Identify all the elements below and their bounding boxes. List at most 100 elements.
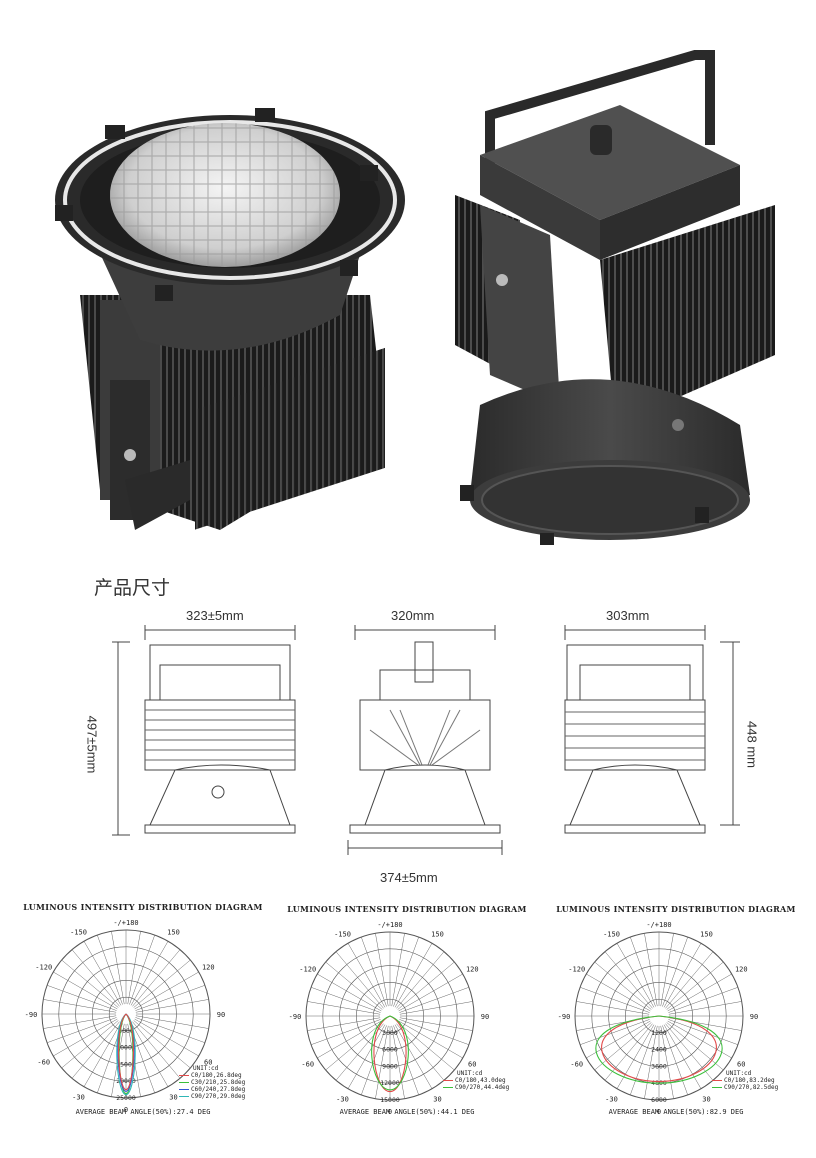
angle-label: 60 xyxy=(204,1059,212,1067)
polar-spoke xyxy=(132,1021,181,1079)
polar-spoke xyxy=(307,1001,381,1015)
angle-label: 150 xyxy=(167,929,180,937)
polar-spoke xyxy=(133,1020,191,1069)
angle-label: -120 xyxy=(568,966,585,974)
legend-entry: C90/270,82.5deg xyxy=(724,1084,779,1091)
angle-label: 60 xyxy=(468,1061,476,1069)
angle-label: 0 xyxy=(657,1108,661,1116)
legend-entry: C30/210,25.8deg xyxy=(191,1079,246,1086)
polar-spoke xyxy=(391,1025,405,1099)
polar-spoke xyxy=(663,1024,702,1089)
polar-spoke xyxy=(134,971,199,1010)
ring-value-label: 10000 xyxy=(116,1044,136,1052)
ring-value-label: 3000 xyxy=(382,1029,398,1037)
angle-label: -150 xyxy=(334,931,351,939)
polar-spoke xyxy=(594,961,652,1010)
intensity-curve xyxy=(373,1015,407,1093)
technical-drawing-side xyxy=(340,620,510,855)
technical-drawing-front xyxy=(100,620,320,845)
polar-spoke xyxy=(630,936,656,1007)
intensity-curve xyxy=(118,1013,134,1091)
diagram-unit: UNIT:cd xyxy=(193,1065,219,1072)
polar-spoke xyxy=(97,934,123,1005)
top-angle-label: -/+180 xyxy=(646,921,671,929)
polar-spoke xyxy=(325,1022,383,1071)
intensity-curve xyxy=(371,1015,409,1091)
angle-label: -120 xyxy=(35,964,52,972)
polar-spoke xyxy=(644,1025,658,1099)
angle-label: 0 xyxy=(124,1106,128,1114)
angle-label: 150 xyxy=(431,931,444,939)
polar-spoke xyxy=(586,1020,651,1059)
angle-label: -120 xyxy=(299,966,316,974)
polar-diagram-2: LUMINOUS INTENSITY DISTRIBUTION DIAGRAM … xyxy=(276,904,538,1126)
dim-front-height: 497±5mm xyxy=(84,715,100,774)
polar-spoke xyxy=(134,1018,199,1057)
diagram-footer: AVERAGE BEAM ANGLE(50%):44.1 DEG xyxy=(339,1108,475,1116)
angle-label: 150 xyxy=(700,931,713,939)
ring-value-label: 1200 xyxy=(651,1029,667,1037)
polar-spoke xyxy=(397,1022,455,1071)
angle-label: -30 xyxy=(72,1093,85,1101)
diagram-unit: UNIT:cd xyxy=(726,1070,752,1077)
angle-label: -60 xyxy=(570,1061,583,1069)
diagram-title: LUMINOUS INTENSITY DISTRIBUTION DIAGRAM xyxy=(556,904,796,914)
polar-spoke xyxy=(317,973,382,1012)
polar-spoke xyxy=(46,1017,117,1043)
diagram-title: LUMINOUS INTENSITY DISTRIBUTION DIAGRAM xyxy=(287,904,527,914)
angle-label: -150 xyxy=(70,929,87,937)
angle-label: 30 xyxy=(169,1093,177,1101)
polar-spoke xyxy=(604,951,653,1009)
polar-spoke xyxy=(133,959,191,1008)
polar-spoke xyxy=(663,943,702,1008)
polar-spoke xyxy=(135,985,206,1011)
angle-label: -30 xyxy=(336,1095,349,1103)
polar-spoke xyxy=(61,1020,119,1069)
legend-entry: C0/180,43.0deg xyxy=(455,1077,506,1084)
polar-spoke xyxy=(135,1017,206,1043)
polar-spoke xyxy=(347,1024,386,1089)
polar-spoke xyxy=(667,1020,732,1059)
polar-spoke xyxy=(375,1025,389,1099)
polar-spoke xyxy=(662,1025,688,1096)
legend-entry: C0/180,83.2deg xyxy=(724,1077,775,1084)
polar-spoke xyxy=(83,1022,122,1087)
polar-spoke xyxy=(397,961,455,1010)
product-photo-back xyxy=(440,45,780,545)
dim-front-width: 323±5mm xyxy=(186,608,244,623)
polar-spoke xyxy=(375,933,389,1007)
polar-spoke xyxy=(130,941,169,1006)
polar-spoke xyxy=(393,936,419,1007)
angle-label: 120 xyxy=(202,964,215,972)
polar-spoke xyxy=(310,1019,381,1045)
polar-spoke xyxy=(317,1020,382,1059)
diagram-footer: AVERAGE BEAM ANGLE(50%):27.4 DEG xyxy=(75,1108,211,1116)
polar-spoke xyxy=(310,987,381,1013)
angle-label: 30 xyxy=(433,1095,441,1103)
legend-entry: C0/180,26.8deg xyxy=(191,1072,242,1079)
polar-spoke xyxy=(396,1023,445,1081)
legend-entry: C60/240,27.8deg xyxy=(191,1086,246,1093)
polar-spoke xyxy=(616,1024,655,1089)
polar-spoke xyxy=(399,987,470,1013)
diagram-title: LUMINOUS INTENSITY DISTRIBUTION DIAGRAM xyxy=(23,902,263,912)
intensity-curve xyxy=(595,1015,723,1084)
diagram-unit: UNIT:cd xyxy=(457,1070,483,1077)
ring-value-label: 5000 xyxy=(118,1027,134,1035)
polar-spoke xyxy=(666,961,724,1010)
top-angle-label: -/+180 xyxy=(377,921,402,929)
polar-spoke xyxy=(668,1001,742,1015)
intensity-curve xyxy=(118,1013,134,1095)
polar-spoke xyxy=(616,943,655,1008)
angle-label: -90 xyxy=(25,1011,38,1019)
polar-spoke xyxy=(660,1025,674,1099)
polar-diagram-1: LUMINOUS INTENSITY DISTRIBUTION DIAGRAM … xyxy=(12,902,274,1124)
ring-value-label: 15000 xyxy=(380,1096,400,1104)
polar-spoke xyxy=(361,936,387,1007)
ring-value-label: 3600 xyxy=(651,1062,667,1070)
angle-label: 90 xyxy=(750,1013,758,1021)
diagram-legend: UNIT:cd C0/180,26.8deg C30/210,25.8deg C… xyxy=(179,1065,245,1100)
polar-spoke xyxy=(130,1022,169,1087)
polar-spoke xyxy=(53,1018,118,1057)
polar-spoke xyxy=(662,936,688,1007)
